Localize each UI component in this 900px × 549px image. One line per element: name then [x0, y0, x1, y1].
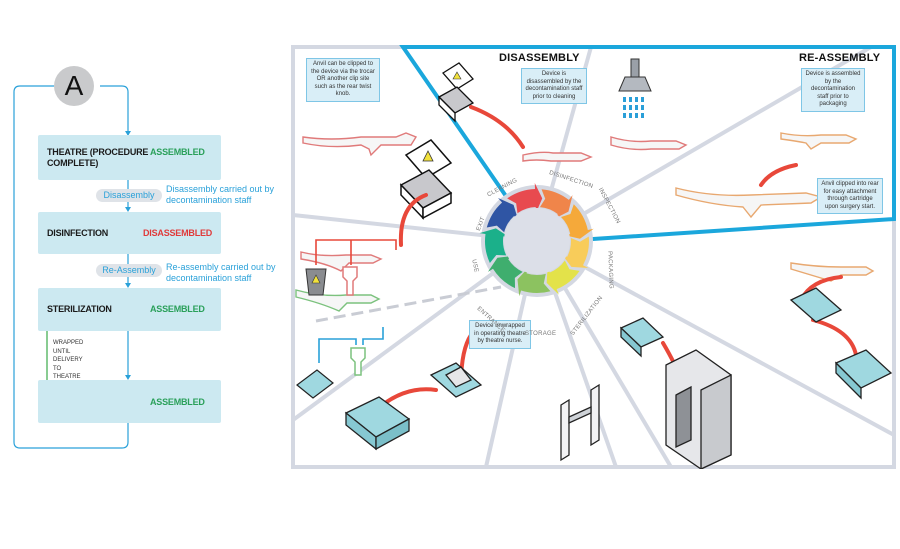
device-illustrations	[295, 132, 875, 312]
stapler-icon	[790, 262, 875, 282]
loop-top-right-line	[100, 85, 129, 135]
section-title-disassembly: DISASSEMBLY	[499, 52, 580, 64]
stapler-icon	[302, 132, 418, 157]
callout-unwrapped: Device unwrapped in operating theatre by…	[469, 320, 531, 349]
stage-disinfection: DISINFECTION DISASSEMBLED	[38, 212, 221, 254]
transition-disassembly: Disassembly	[96, 189, 162, 202]
wheel-arrow-cleaning	[507, 183, 543, 214]
sterilizer-machine-icon	[665, 349, 732, 469]
diagram-label-badge: A	[54, 66, 94, 106]
stage-name: DISINFECTION	[47, 228, 109, 238]
stage-delivered: ASSEMBLED	[38, 380, 221, 423]
stage-sterilization: STERILIZATION ASSEMBLED	[38, 288, 221, 331]
wrapped-note: WRAPPED UNTIL DELIVERY TO THEATRE	[53, 340, 84, 380]
reprocessing-cycle-illustration: DISASSEMBLY RE-ASSEMBLY Anvil can be cli…	[291, 45, 896, 469]
loop-return-line	[13, 85, 129, 449]
wheel-arrow-inspection	[561, 204, 594, 239]
stapler-icon	[300, 251, 383, 272]
cartridge-green-icon	[350, 347, 366, 376]
state-badge: ASSEMBLED	[150, 147, 205, 157]
section-title-reassembly: RE-ASSEMBLY	[799, 52, 881, 64]
loading-routing-lines	[318, 327, 384, 363]
callout-assembled: Device is assembled by the decontaminati…	[801, 68, 865, 112]
wheel-arrow-packaging	[561, 236, 589, 269]
use-separator	[315, 285, 502, 323]
arrowhead	[125, 131, 131, 136]
stapler-icon	[675, 187, 823, 219]
wheel-arrow-entrance	[487, 255, 523, 289]
wheel-label-storage: STORAGE	[525, 331, 557, 337]
process-wheel	[479, 183, 594, 297]
stapler-icon	[780, 132, 858, 150]
state-badge: ASSEMBLED	[150, 397, 205, 407]
shower-icon	[618, 58, 652, 118]
state-badge: DISASSEMBLED	[143, 228, 213, 238]
wheel-arrow-use	[479, 228, 510, 263]
stapler-icon	[522, 151, 593, 162]
stapler-icon	[610, 136, 688, 151]
illustration-canvas	[291, 45, 896, 469]
wheel-arrow-storage	[517, 267, 551, 297]
storage-shelf-icon	[560, 383, 600, 462]
cartridge-pack-icon	[296, 369, 334, 399]
callout-anvil-rear: Anvil clipped into rear for easy attachm…	[817, 178, 883, 214]
biohazard-box-icon	[437, 62, 475, 123]
transition-reassembly: Re-Assembly	[96, 264, 162, 277]
wheel-arrow-disinfection	[539, 189, 573, 219]
cartridge-red-icon	[342, 266, 358, 296]
sterile-package-icon	[344, 287, 893, 451]
wheel-arrow-exit	[486, 198, 519, 233]
wheel-label-packaging: PACKAGING	[606, 250, 614, 290]
stage-name: STERILIZATION	[47, 304, 112, 314]
disposal-routing-lines	[315, 239, 397, 265]
state-badge: ASSEMBLED	[150, 304, 205, 314]
wheel-arrow-sterilization	[546, 260, 580, 295]
biohazard-bin-icon	[305, 268, 327, 296]
callout-anvil-clip: Anvil can be clipped to the device via t…	[306, 58, 380, 102]
callout-disassembled: Device is disassembled by the decontamin…	[521, 68, 587, 104]
